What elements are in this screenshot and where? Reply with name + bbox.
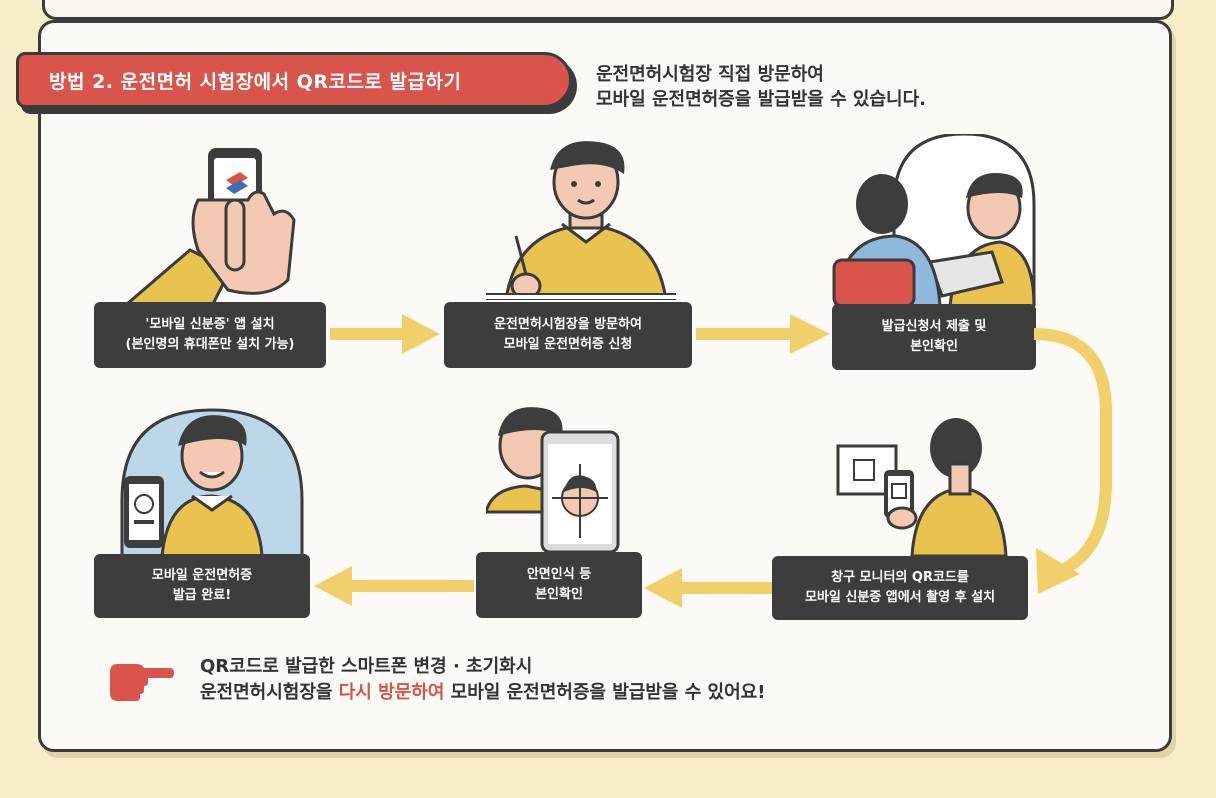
qr-scan-illustration [836,418,1008,556]
step-5-line1: 안면인식 등 [526,567,592,582]
method-panel [38,20,1172,752]
notice-line2-suffix: 모바일 운전면허증을 발급받을 수 있어요! [444,682,766,703]
notice-highlight: 다시 방문하여 [338,682,445,703]
step-1-line2: (본인명의 휴대폰만 설치 가능) [125,337,295,352]
step-1-line1: '모바일 신분증' 앱 설치 [145,317,275,332]
step-6-issuance-complete: 모바일 운전면허증 발급 완료! [94,554,310,618]
previous-panel-edge [42,0,1174,20]
method-desc-line2: 모바일 운전면허증을 발급받을 수 있습니다. [596,89,926,110]
face-recognition-illustration [486,407,620,552]
curved-arrow-icon [1033,328,1112,594]
step-4-line1: 창구 모니터의 QR코드를 [831,570,969,585]
step-1-install-app: '모바일 신분증' 앱 설치 (본인명의 휴대폰만 설치 가능) [94,302,326,368]
step-2-line1: 운전면허시험장을 방문하여 [493,317,643,332]
step-3-submit-form: 발급신청서 제출 및 본인확인 [832,304,1036,370]
step-2-line2: 모바일 운전면허증 신청 [503,337,633,352]
step-6-line2: 발급 완료! [172,588,232,603]
license-complete-illustration [120,408,304,556]
step-5-line2: 본인확인 [535,587,583,602]
pointing-hand-icon [110,664,174,701]
arrow-left-icon [314,566,474,606]
counter-checkin-illustration [832,134,1036,306]
arrow-left-icon [644,568,772,608]
step-4-scan-qr: 창구 모니터의 QR코드를 모바일 신분증 앱에서 촬영 후 설치 [772,556,1028,620]
notice-line2-prefix: 운전면허시험장을 [200,682,339,703]
method-desc-line1: 운전면허시험장 직접 방문하여 [596,64,824,85]
notice-line2: 운전면허시험장을 다시 방문하여 모바일 운전면허증을 발급받을 수 있어요! [200,680,765,706]
phone-in-hand-illustration [120,148,296,310]
step-3-line1: 발급신청서 제출 및 [881,319,987,334]
step-3-line2: 본인확인 [910,339,958,354]
arrow-right-icon [330,314,440,354]
step-5-face-recognition: 안면인식 등 본인확인 [476,552,642,618]
method-title-banner: 방법 2. 운전면허 시험장에서 QR코드로 발급하기 [16,52,572,108]
step-6-line1: 모바일 운전면허증 [151,568,253,583]
notice-text: QR코드로 발급한 스마트폰 변경 · 초기화시 운전면허시험장을 다시 방문하… [200,654,765,706]
man-writing-illustration [486,141,676,300]
method-description: 운전면허시험장 직접 방문하여 모바일 운전면허증을 발급받을 수 있습니다. [596,62,926,112]
arrow-right-icon [696,314,830,354]
notice-line1: QR코드로 발급한 스마트폰 변경 · 초기화시 [200,656,533,677]
step-2-visit-and-apply: 운전면허시험장을 방문하여 모바일 운전면허증 신청 [444,302,692,368]
step-4-line2: 모바일 신분증 앱에서 촬영 후 설치 [804,590,996,605]
